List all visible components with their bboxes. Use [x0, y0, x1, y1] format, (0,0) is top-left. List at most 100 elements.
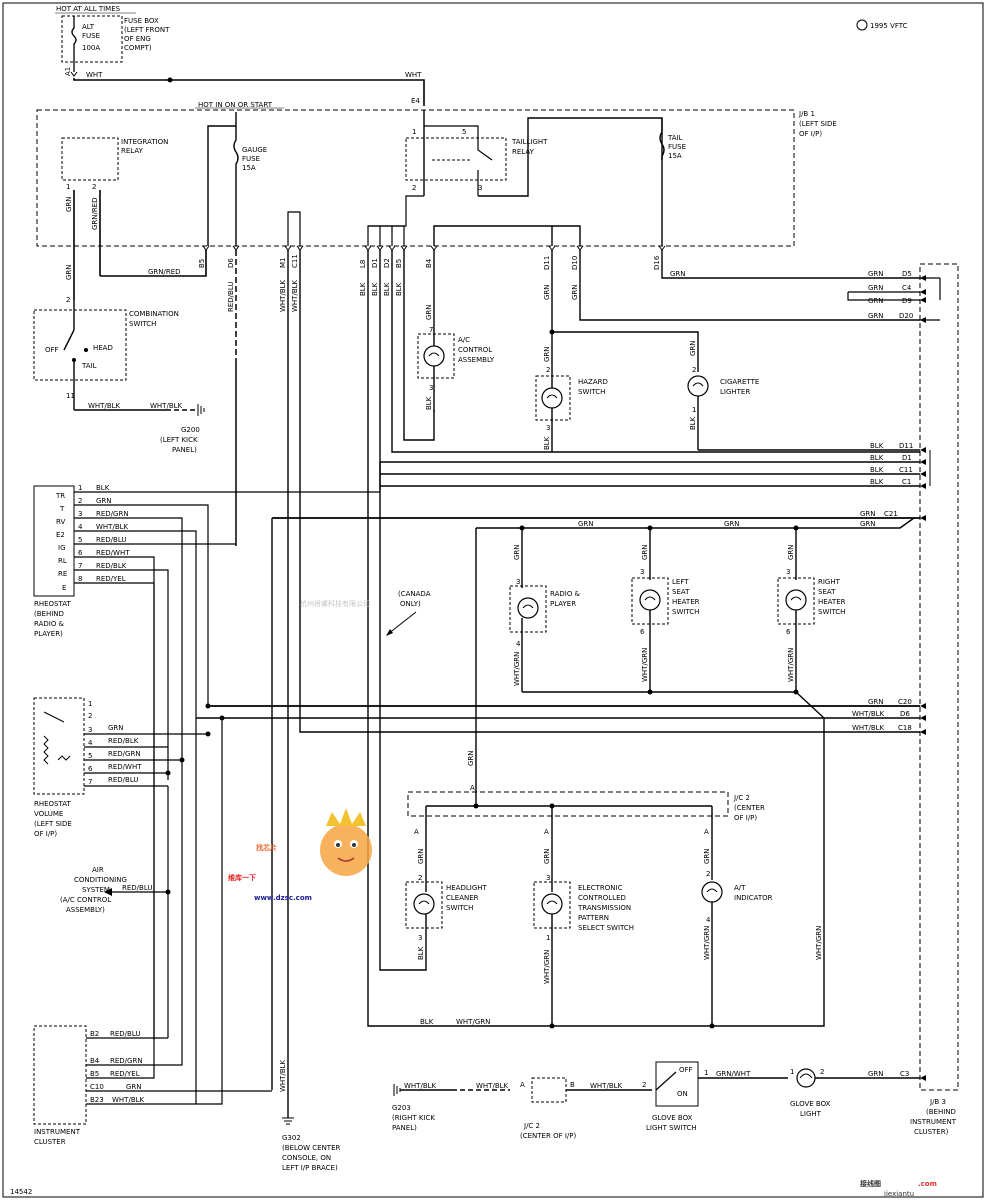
alt-fuse-icon [71, 16, 77, 72]
wire-label: GRN [578, 520, 594, 528]
wire-label: WHT/BLK [404, 1082, 437, 1090]
arrow-icon [104, 888, 112, 896]
glove-box-light: 1 2 GLOVE BOX LIGHT [790, 1068, 831, 1118]
pin-label: 4 [706, 916, 711, 924]
jb1-title: OF I/P) [799, 130, 822, 138]
wire-label: BLK [420, 1018, 434, 1026]
tail-fuse-rating: 15A [668, 152, 682, 160]
switch-position-off: OFF [679, 1066, 693, 1074]
pin-label: 2 [706, 870, 710, 878]
svg-text:GRN: GRN [868, 297, 884, 305]
gauge-fuse-rating: 15A [242, 164, 256, 172]
svg-text:D2: D2 [383, 258, 391, 268]
g302-ground: G302 (BELOW CENTER CONSOLE, ON LEFT I/P … [282, 1110, 341, 1172]
wire-label: GRN [670, 270, 686, 278]
tail-fuse-label: FUSE [668, 143, 686, 151]
pin-label: 6 [786, 628, 791, 636]
wire-label: WHT/BLK [150, 402, 183, 410]
ac-system-label: AIR [92, 866, 104, 874]
ac-system-label: ASSEMBLY) [66, 906, 105, 914]
wire-label: WHT/GRN [456, 1018, 490, 1026]
watermark-logo-cn: 维库一下 [228, 873, 256, 882]
hot-at-all-times-label: HOT AT ALL TIMES [56, 5, 121, 13]
fuse-box-title: COMPT) [124, 44, 152, 52]
pin-label: 1 [412, 128, 416, 136]
arrow-icon [386, 629, 393, 636]
taillight-relay-label: TAILLIGHT [511, 138, 548, 146]
pin-label: 5 [462, 128, 466, 136]
radio-player-label: PLAYER [550, 600, 576, 608]
junction-block-1: HOT IN ON OR START J/B 1 (LEFT SIDE OF I… [36, 101, 837, 247]
pin-label: 11 [66, 392, 75, 400]
g200-label: (LEFT KICK [160, 436, 198, 444]
rheostat-label: PLAYER) [34, 630, 63, 638]
hot-in-on-start-label: HOT IN ON OR START [198, 101, 273, 109]
copyright-icon [856, 19, 868, 31]
diagram-id: 14542 [10, 1188, 32, 1196]
g302-label: CONSOLE, ON [282, 1154, 331, 1162]
headlight-cleaner-switch: HEADLIGHT CLEANER SWITCH 2 3 [379, 462, 488, 971]
hazard-switch: HAZARD SWITCH 2 3 [535, 332, 608, 452]
pin-label: 3 [786, 568, 790, 576]
rheostat-label: (BEHIND [34, 610, 64, 618]
pin-label: 2 [412, 184, 416, 192]
wire-label: GRN [787, 544, 795, 560]
svg-text:GRN: GRN [126, 1083, 142, 1091]
svg-text:1: 1 [78, 484, 82, 492]
watermark-corner-url: jiexiantu [883, 1190, 914, 1198]
lamp-icon [541, 893, 563, 915]
g302-label: G302 [282, 1134, 301, 1142]
svg-text:D1: D1 [902, 454, 912, 462]
wire-label: WHT/BLK [291, 279, 299, 312]
wire-label: GRN [417, 848, 425, 864]
pin-label: 3 [516, 578, 520, 586]
svg-text:GRN: GRN [868, 284, 884, 292]
instrument-cluster: INSTRUMENT CLUSTER [33, 1025, 87, 1146]
svg-text:6: 6 [88, 765, 93, 773]
left-seat-heater-label: SWITCH [672, 608, 699, 616]
svg-text:RED/BLU: RED/BLU [96, 536, 127, 544]
pin-label: 7 [429, 326, 433, 334]
lamp-icon [517, 597, 539, 619]
glove-box-light-label: GLOVE BOX [790, 1100, 831, 1108]
ac-system-label: CONDITIONING [74, 876, 127, 884]
svg-text:L8: L8 [359, 260, 367, 268]
svg-text:D9: D9 [902, 297, 912, 305]
terminal-label: RE [58, 570, 67, 578]
integration-relay-label: RELAY [121, 147, 144, 155]
glove-box-light-label: LIGHT [800, 1110, 822, 1118]
jiexiantu-logo: 接线图 .com jiexiantu [860, 1179, 937, 1198]
taillight-relay-label: RELAY [512, 148, 535, 156]
pin-label: 3 [546, 874, 550, 882]
wire-label: BLK [543, 436, 551, 450]
svg-text:D1: D1 [371, 258, 379, 268]
svg-text:M1: M1 [279, 258, 287, 269]
crown-icon [326, 808, 366, 826]
lamp-icon [639, 589, 661, 611]
wire-label: RED/BLU [227, 281, 235, 312]
ect-switch-label: TRANSMISSION [577, 904, 631, 912]
lamp-icon [785, 589, 807, 611]
lamp-icon [423, 345, 445, 367]
fuse-box: HOT AT ALL TIMES ALT FUSE 100A FUSE BOX … [55, 5, 170, 77]
instrument-cluster-label: CLUSTER [34, 1138, 66, 1146]
wire-label: GRN/WHT [716, 1070, 751, 1078]
svg-text:B4: B4 [425, 258, 433, 268]
glove-box-light-switch: OFF ON 2 1 GLOVE BOX LIGHT SWITCH [642, 1061, 708, 1132]
svg-text:WHT/BLK: WHT/BLK [112, 1096, 145, 1104]
hazard-switch-label: SWITCH [578, 388, 605, 396]
rheostat-label: RADIO & [34, 620, 65, 628]
switch-blade-icon [655, 1071, 677, 1091]
svg-text:C1: C1 [902, 478, 911, 486]
glove-box-switch-label: LIGHT SWITCH [646, 1124, 697, 1132]
wire-label: GRN [425, 304, 433, 320]
instrument-cluster-label: INSTRUMENT [34, 1128, 81, 1136]
ac-system-label: (A/C CONTROL [60, 896, 111, 904]
svg-text:GRN: GRN [868, 270, 884, 278]
svg-text:C4: C4 [902, 284, 912, 292]
wire-label: BLK [383, 282, 391, 296]
svg-text:4: 4 [88, 739, 93, 747]
svg-text:RED/GRN: RED/GRN [108, 750, 141, 758]
pin-label: 6 [640, 628, 645, 636]
